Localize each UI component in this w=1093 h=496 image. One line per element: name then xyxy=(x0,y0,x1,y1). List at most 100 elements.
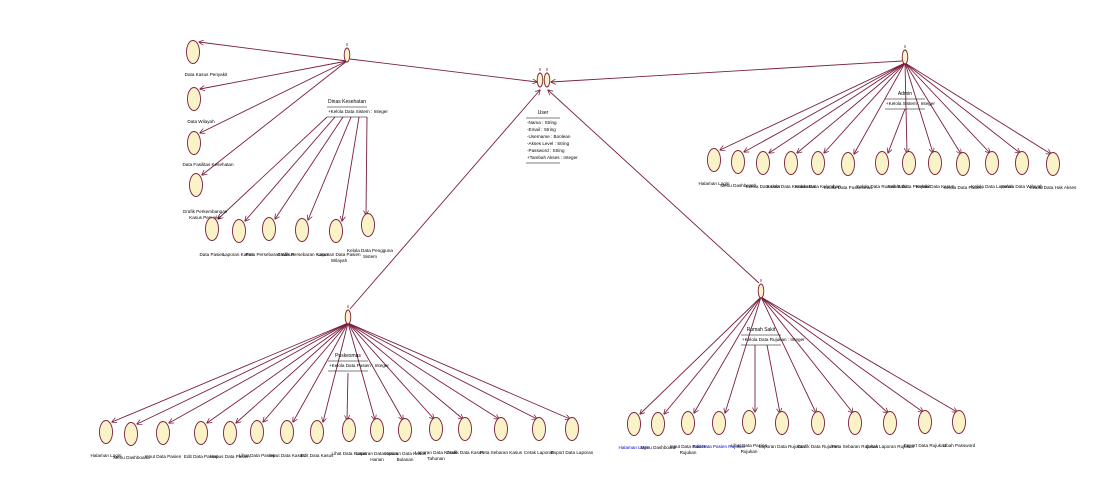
use-case-label: Laporan Kasus xyxy=(223,252,255,257)
user-class-member: -Akses Level : String xyxy=(527,141,570,146)
use-case-top-left-4 xyxy=(205,217,219,241)
association-line xyxy=(169,322,349,423)
use-case-ellipse xyxy=(875,151,889,175)
use-case-label: Data Pasien xyxy=(199,252,224,257)
top-left-class-member: +Kelola Data Sistem : Integer xyxy=(328,109,388,114)
generalization-line xyxy=(548,90,760,284)
use-case-top-left-2 xyxy=(187,131,201,155)
actor-icon-top-right xyxy=(901,45,909,65)
association-line xyxy=(797,62,906,153)
use-case-label: Grafik Data Kasus xyxy=(446,450,484,455)
association-line xyxy=(347,372,348,420)
association-line xyxy=(904,62,933,153)
use-case-ellipse xyxy=(223,421,237,445)
actor-body xyxy=(343,47,351,63)
use-case-ellipse xyxy=(429,417,443,441)
use-case-ellipse xyxy=(848,411,862,435)
use-case-ellipse xyxy=(262,217,276,241)
use-case-label: Kelola Data User xyxy=(746,184,781,189)
actor-body xyxy=(344,309,352,325)
user-class-name: User xyxy=(538,110,549,116)
use-case-label: Kelola Data Kasus xyxy=(916,184,954,189)
association-line xyxy=(905,62,907,153)
use-case-bottom-left-1 xyxy=(124,422,138,446)
use-case-ellipse xyxy=(99,420,113,444)
use-case-ellipse xyxy=(186,40,200,64)
use-case-ellipse xyxy=(187,131,201,155)
association-line xyxy=(347,322,375,420)
association-line xyxy=(347,322,570,419)
use-case-bottom-right-7 xyxy=(848,411,862,435)
use-case-bottom-right-1 xyxy=(651,412,665,436)
association-line xyxy=(245,116,336,221)
actor-body xyxy=(757,283,765,299)
association-line xyxy=(904,62,961,154)
use-case-label: Edit Data Kasus xyxy=(301,453,335,458)
association-line xyxy=(236,322,349,423)
use-case-ellipse xyxy=(651,412,665,436)
generalization-line xyxy=(349,90,540,310)
user-class-member: +Tambah Akses : Integer xyxy=(527,155,578,160)
use-case-bottom-right-3 xyxy=(712,411,726,435)
use-case-top-left-5 xyxy=(232,219,246,243)
use-case-top-right-2 xyxy=(756,151,770,175)
association-line xyxy=(640,296,762,414)
use-case-ellipse xyxy=(194,421,208,445)
use-case-label: Kelola Data Penyakit xyxy=(888,184,931,189)
association-line xyxy=(207,322,349,423)
use-case-bottom-right-10 xyxy=(952,410,966,434)
association-line xyxy=(904,62,1020,153)
actor-icon-bottom-right xyxy=(757,279,765,299)
association-line xyxy=(347,322,537,419)
use-case-ellipse xyxy=(928,151,942,175)
use-case-label: Peta Persebaran Kasus xyxy=(246,252,295,257)
use-case-top-right-11 xyxy=(1015,151,1029,175)
association-line xyxy=(725,296,762,413)
association-line xyxy=(347,322,403,420)
use-case-top-right-3 xyxy=(784,151,798,175)
association-line xyxy=(744,62,906,152)
association-line xyxy=(200,60,348,89)
use-case-top-left-1 xyxy=(187,87,201,111)
use-case-label: Lihat Data Kasus xyxy=(332,451,368,456)
association-line xyxy=(760,296,888,413)
actor-icon-top-left xyxy=(343,43,351,63)
use-case-ellipse xyxy=(187,87,201,111)
use-case-bottom-right-6 xyxy=(811,411,825,435)
use-case-ellipse xyxy=(918,410,932,434)
association-line xyxy=(720,62,906,150)
use-case-label: Data Kasus Penyakit xyxy=(185,72,228,77)
use-case-label: Edit Data Pasien xyxy=(184,454,219,459)
use-case-label: Export Data Laporan xyxy=(551,450,594,455)
use-case-ellipse xyxy=(956,152,970,176)
use-case-top-right-4 xyxy=(811,151,825,175)
use-case-label: Laporan Data Rujukan xyxy=(759,444,805,449)
use-case-bottom-left-4 xyxy=(223,421,237,445)
user-class-member: -Nama : String xyxy=(527,120,557,125)
use-case-bottom-left-0 xyxy=(99,420,113,444)
use-case-bottom-left-9 xyxy=(370,418,384,442)
use-case-ellipse xyxy=(952,410,966,434)
top-right-class-name: Admin xyxy=(898,91,912,97)
association-line xyxy=(766,344,780,413)
user-class-member: -Email : String xyxy=(527,127,556,132)
use-case-bottom-left-11 xyxy=(429,417,443,441)
use-case-label: Kelola Data Hak Akses xyxy=(1030,185,1077,190)
actor-icon-user xyxy=(536,68,544,88)
association-line xyxy=(904,62,1051,154)
use-case-label: Menu Dashboard xyxy=(640,445,676,450)
use-case-top-left-8 xyxy=(329,219,343,243)
use-case-label: Peta Sebaran Kasus xyxy=(480,450,523,455)
use-case-label: Hapus Data Pasien xyxy=(210,454,250,459)
use-case-ellipse xyxy=(775,411,789,435)
association-line xyxy=(200,60,348,133)
use-case-label: Halaman Login xyxy=(91,453,122,458)
use-case-bottom-left-3 xyxy=(194,421,208,445)
use-case-label: Data Wilayah xyxy=(187,119,215,124)
use-case-top-right-12 xyxy=(1046,152,1060,176)
use-case-bottom-right-9 xyxy=(918,410,932,434)
use-case-top-right-5 xyxy=(841,152,855,176)
